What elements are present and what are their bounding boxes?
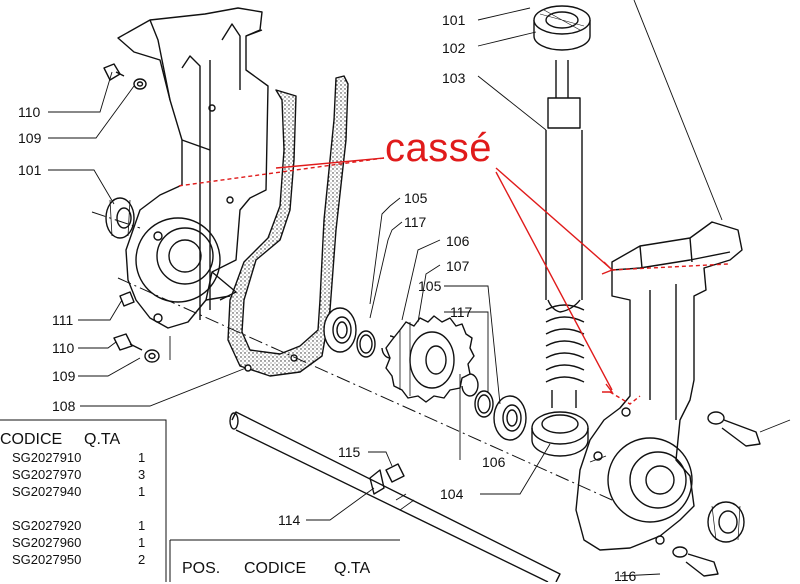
callout-105-b: 105 xyxy=(418,278,442,294)
col-header-codice-right: CODICE xyxy=(244,560,307,577)
gasket-108 xyxy=(227,75,349,377)
cell-code: SG2027950 xyxy=(12,552,82,567)
callout-101-left: 101 xyxy=(18,162,42,178)
callout-114: 114 xyxy=(278,512,301,528)
ring-117-b xyxy=(474,390,494,418)
callout-109-b: 109 xyxy=(52,368,76,384)
gear-107 xyxy=(385,315,475,403)
callout-117-a: 117 xyxy=(404,214,427,230)
table-row: SG2027960 1 xyxy=(0,534,145,551)
callout-102: 102 xyxy=(442,40,466,56)
table-row: SG2027950 2 xyxy=(0,551,145,568)
callout-110-a: 110 xyxy=(18,104,41,120)
cell-qty: 2 xyxy=(138,552,146,567)
callout-110-b: 110 xyxy=(52,340,75,356)
ring-117-a xyxy=(356,330,376,358)
callout-101-top: 101 xyxy=(442,12,466,28)
col-header-qta: Q.TA xyxy=(84,431,121,448)
bearing-101-top xyxy=(533,5,591,51)
callout-115: 115 xyxy=(338,444,361,460)
seal-116 xyxy=(707,501,745,543)
callout-103: 103 xyxy=(442,70,466,86)
bearing-104 xyxy=(531,411,589,457)
shaft-103 xyxy=(545,60,585,408)
cell-qty: 3 xyxy=(138,467,146,482)
callout-104: 104 xyxy=(440,486,464,502)
cell-code: SG2027910 xyxy=(12,450,82,465)
callout-111: 111 xyxy=(52,312,74,328)
annotation-arrows xyxy=(177,157,729,405)
cell-code: SG2027970 xyxy=(12,467,82,482)
callout-107: 107 xyxy=(446,258,470,274)
bearing-105-a xyxy=(323,307,357,353)
callout-117-b: 117 xyxy=(450,304,473,320)
cell-qty: 1 xyxy=(138,535,146,550)
cell-qty: 1 xyxy=(138,450,146,465)
callout-108: 108 xyxy=(52,398,76,414)
table-borders xyxy=(0,419,400,582)
cell-code: SG2027920 xyxy=(12,518,82,533)
callout-106-b: 106 xyxy=(482,454,506,470)
circlip-106-b xyxy=(461,373,479,397)
left-housing xyxy=(117,7,269,329)
bearing-105-b xyxy=(493,395,527,441)
callout-105-a: 105 xyxy=(404,190,428,206)
table-row xyxy=(0,500,145,517)
table-row: SG2027940 1 xyxy=(0,483,145,500)
callout-109-a: 109 xyxy=(18,130,42,146)
leader-lines xyxy=(48,0,791,577)
col-header-pos: POS. xyxy=(182,560,221,577)
callout-116: 116 xyxy=(614,568,637,584)
table-row: SG2027910 1 xyxy=(0,449,145,466)
cell-qty xyxy=(84,500,145,517)
col-header-codice: CODICE xyxy=(0,431,63,448)
shaft-114 xyxy=(229,411,561,582)
cell-code: SG2027960 xyxy=(12,535,82,550)
axis-lines xyxy=(91,211,613,501)
annotation-casse: cassé xyxy=(385,126,492,170)
cell-qty: 1 xyxy=(138,518,146,533)
cell-code: SG2027940 xyxy=(12,484,82,499)
parts-table-left: CODICE Q.TA SG2027910 1 SG2027970 3 SG2027… xyxy=(0,431,145,568)
right-screws xyxy=(672,411,761,577)
cell-code xyxy=(0,500,84,517)
right-housing xyxy=(575,221,743,551)
key-115 xyxy=(385,463,405,483)
table-row: SG2027920 1 xyxy=(0,517,145,534)
col-header-qta-right: Q.TA xyxy=(334,560,371,577)
cell-qty: 1 xyxy=(138,484,146,499)
table-row: SG2027970 3 xyxy=(0,466,145,483)
callout-106-a: 106 xyxy=(446,233,470,249)
